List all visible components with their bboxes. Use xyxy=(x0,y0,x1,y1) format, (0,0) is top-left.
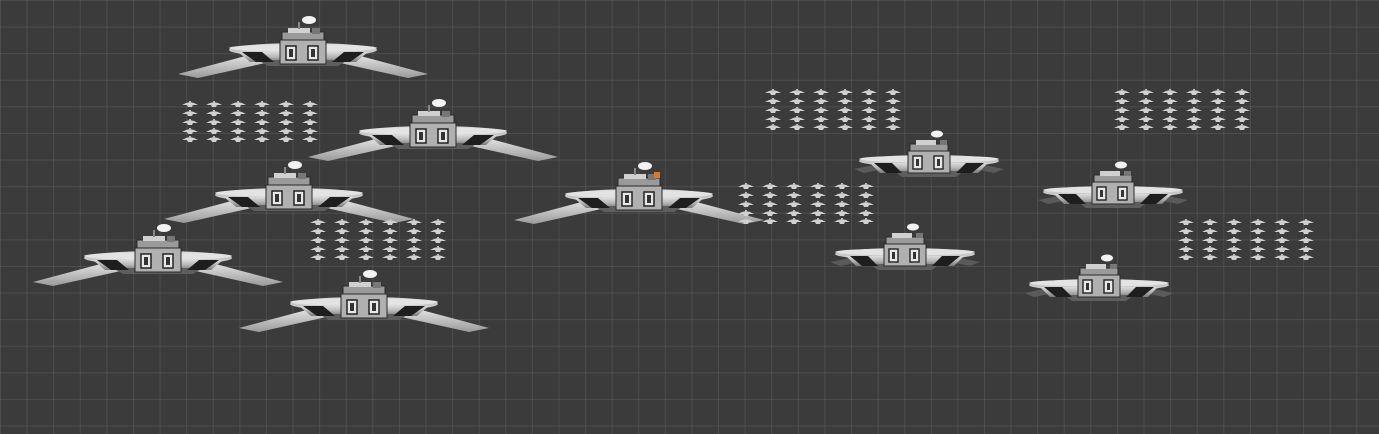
spaceship-sprite[interactable] xyxy=(239,268,489,334)
spaceship-sprite-small[interactable] xyxy=(1038,160,1188,212)
fighter-swarm-icon xyxy=(738,182,882,224)
fighter-swarm-icon xyxy=(182,100,326,142)
spaceship-small-icon xyxy=(1024,253,1174,305)
fighter-swarm-icon xyxy=(765,88,909,130)
fighter-swarm[interactable] xyxy=(310,218,454,260)
spaceship-icon xyxy=(239,268,489,334)
spaceship-sprite-small[interactable] xyxy=(854,129,1004,181)
spaceship-sprite[interactable] xyxy=(308,97,558,163)
fighter-swarm[interactable] xyxy=(1114,88,1258,130)
spaceship-sprite[interactable] xyxy=(164,159,414,225)
spaceship-icon xyxy=(514,160,764,226)
fighter-swarm-icon xyxy=(1114,88,1258,130)
spaceship-icon xyxy=(308,97,558,163)
fighter-swarm[interactable] xyxy=(765,88,909,130)
spaceship-icon xyxy=(164,159,414,225)
fighter-swarm[interactable] xyxy=(1178,218,1322,260)
fighter-swarm[interactable] xyxy=(738,182,882,224)
fighter-swarm[interactable] xyxy=(182,100,326,142)
spaceship-small-icon xyxy=(1038,160,1188,212)
spaceship-sprite-selected[interactable] xyxy=(514,160,764,226)
spaceship-sprite-small[interactable] xyxy=(830,222,980,274)
spaceship-small-icon xyxy=(854,129,1004,181)
spaceship-icon xyxy=(178,14,428,80)
spaceship-sprite-small[interactable] xyxy=(1024,253,1174,305)
spaceship-sprite[interactable] xyxy=(178,14,428,80)
spaceship-small-icon xyxy=(830,222,980,274)
fighter-swarm-icon xyxy=(310,218,454,260)
fighter-swarm-icon xyxy=(1178,218,1322,260)
